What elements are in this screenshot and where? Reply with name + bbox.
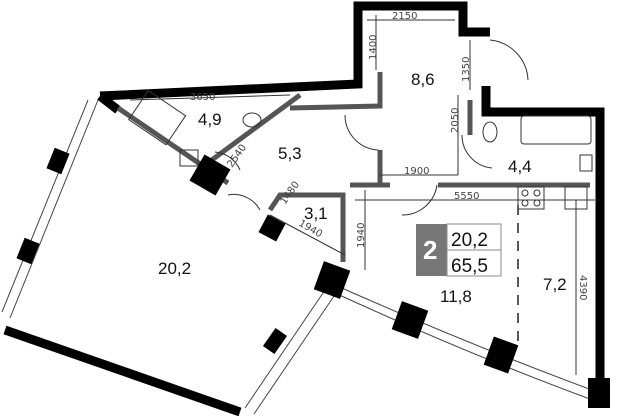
- exterior-walls: [3, 1, 605, 416]
- total-area-value: 65,5: [451, 256, 488, 277]
- room-area-kitchen: 7,2: [543, 275, 567, 294]
- apartment-badge: 2 20,2 65,5: [416, 223, 502, 277]
- dimension-lines: [129, 15, 595, 375]
- living-area-value: 20,2: [451, 230, 488, 251]
- sink-icon: [579, 154, 593, 172]
- room-area-entrance: 8,6: [411, 70, 435, 89]
- dim-2150: 2150: [392, 11, 417, 22]
- room-areas: 20,2 4,9 5,3 8,6 4,4 3,1 11,8 7,2: [158, 70, 567, 306]
- dim-4390: 4390: [577, 275, 588, 300]
- room-area-closet: 3,1: [304, 204, 328, 223]
- dim-5550: 5550: [454, 191, 479, 202]
- bathtub-icon: [520, 115, 592, 145]
- stove-icon: [517, 186, 545, 210]
- room-area-hallway: 5,3: [278, 144, 302, 163]
- room-count: 2: [423, 235, 437, 265]
- room-area-bathroom-left: 4,9: [198, 110, 222, 129]
- room-area-kitchen-living: 11,8: [440, 287, 472, 306]
- dim-1400: 1400: [368, 35, 379, 60]
- dim-1900: 1900: [404, 166, 429, 177]
- windows: [1, 99, 610, 415]
- toilet-icon: [242, 112, 262, 128]
- room-area-living: 20,2: [158, 259, 191, 278]
- shower-icon: [128, 89, 187, 146]
- sink-icon: [179, 149, 199, 167]
- dim-2050: 2050: [450, 108, 461, 133]
- doors: [214, 39, 529, 216]
- dim-1350: 1350: [461, 57, 472, 82]
- room-area-bathroom-right: 4,4: [508, 157, 532, 176]
- dim-3650: 3650: [190, 92, 215, 103]
- toilet-icon: [482, 121, 498, 143]
- dim-1940: 1940: [356, 223, 367, 248]
- dimension-labels: 2150 1400 1350 2050 1900 3650 2540 1480 …: [190, 11, 588, 300]
